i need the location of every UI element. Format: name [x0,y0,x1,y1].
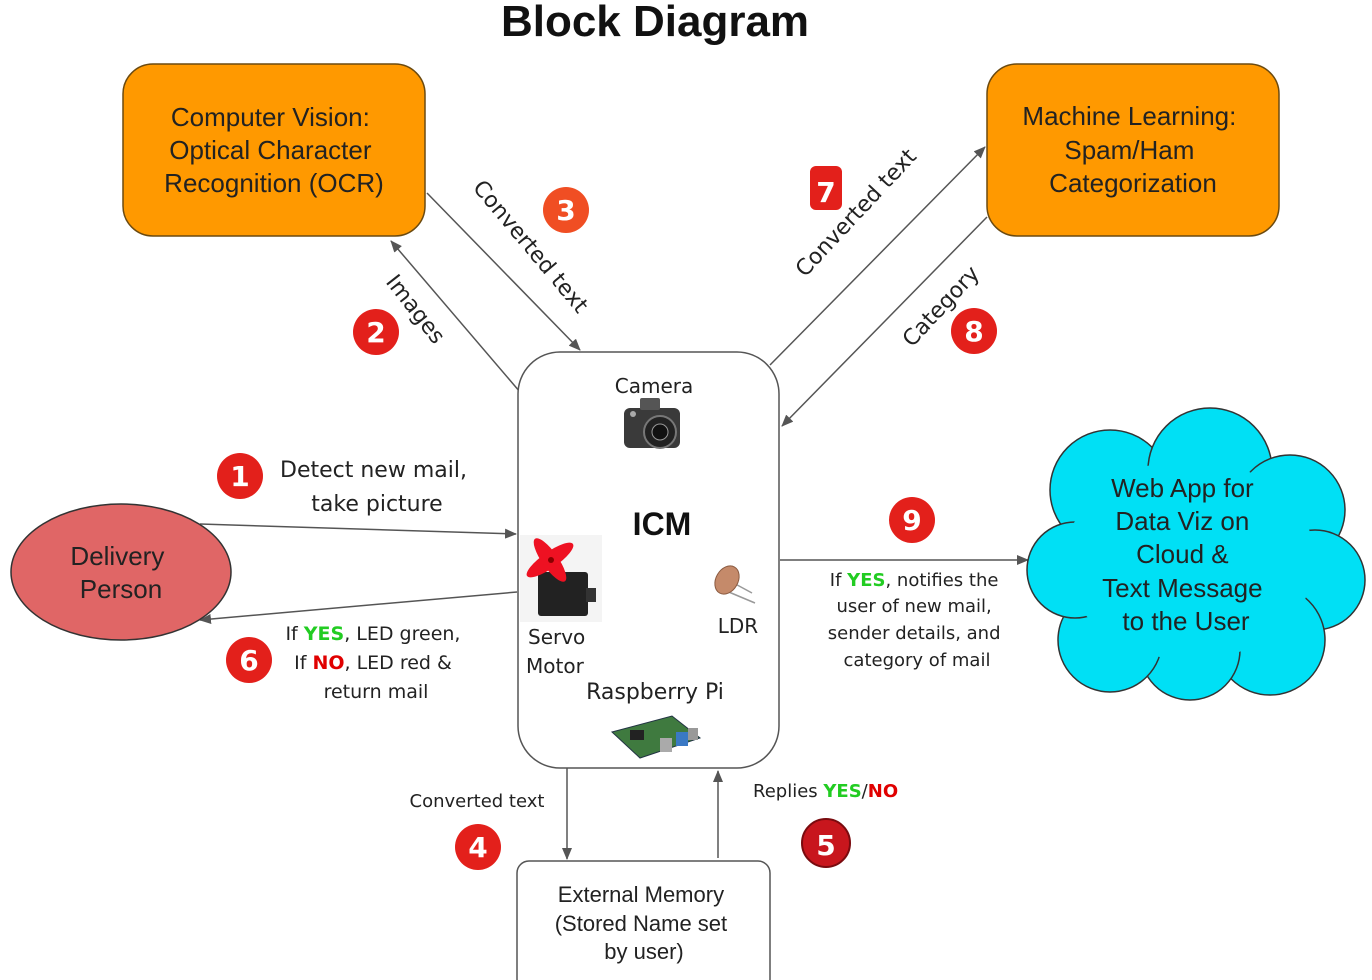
badge-5: 5 [801,818,851,868]
svg-text:2: 2 [366,316,385,349]
memory-label-3: by user) [604,939,683,964]
svg-text:7: 7 [816,176,835,209]
notify-text-4: category of mail [844,650,991,671]
svg-text:Replies YES/NO: Replies YES/NO [753,781,898,802]
yes-text: YES [303,623,344,645]
icm-node: Camera ICM Servo Motor L [517,351,780,769]
camera-icon [624,398,680,449]
slash-text: / [862,781,869,802]
delivery-person-node: Delivery Person [10,503,232,641]
icm-title: ICM [633,506,692,542]
ocr-node: Computer Vision: Optical Character Recog… [122,63,426,237]
memory-label-1: External Memory [558,882,724,907]
notify-text-2: user of new mail, [836,596,991,617]
svg-text:Web App for Data Viz on: Web App for Data Viz on Cloud & Text Mes… [1102,473,1270,636]
ocr-label-2: Optical Character [169,135,372,165]
cloud-label-1: Web App for [1111,473,1254,503]
svg-text:4: 4 [468,831,487,864]
camera-label: Camera [615,374,694,398]
yes-text: YES [822,781,861,802]
ocr-label-1: Computer Vision: [171,102,370,132]
badge-2: 2 [353,309,399,355]
led-label-if-2: If [294,652,312,674]
step-badges: 1 2 3 4 5 6 7 8 9 [217,166,997,870]
replies-text: Replies [753,781,823,802]
detect-mail-label-1: Detect new mail, [280,458,467,483]
ldr-label: LDR [718,614,759,638]
cloud-label-4: Text Message [1102,573,1262,603]
svg-text:Detect new mail, take pict: Detect new mail, take picture [280,458,474,517]
arrow-images [390,240,521,393]
web-app-cloud-node: Web App for Data Viz on Cloud & Text Mes… [1026,407,1366,701]
delivery-label-2: Person [80,574,162,604]
detect-mail-label-2: take picture [311,492,442,517]
svg-text:8: 8 [964,315,983,348]
arrow-converted-text-3 [426,192,581,351]
svg-text:Delivery Person: Delivery Person [70,541,171,604]
delivery-label-1: Delivery [70,541,164,571]
badge-4: 4 [455,824,501,870]
diagram-title: Block Diagram [501,0,809,46]
ml-label-2: Spam/Ham [1064,135,1194,165]
external-memory-node: External Memory (Stored Name set by user… [516,860,771,980]
notify-if: If [830,570,847,591]
svg-text:6: 6 [239,644,258,677]
svg-text:3: 3 [556,194,575,227]
arrow-category [781,216,988,427]
no-text: NO [312,652,344,674]
badge-6: 6 [226,637,272,683]
raspberry-pi-label: Raspberry Pi [586,680,724,705]
cloud-label-3: Cloud & [1136,539,1229,569]
badge-7: 7 [810,166,842,210]
badge-1: 1 [217,453,263,499]
return-mail-text: return mail [324,681,429,703]
led-green-text: , LED green, [344,623,460,645]
svg-text:5: 5 [816,829,835,862]
servo-motor-icon [520,535,602,622]
svg-text:1: 1 [230,460,249,493]
no-text: NO [868,781,898,802]
ml-node: Machine Learning: Spam/Ham Categorizatio… [986,63,1280,237]
cloud-label-5: to the User [1122,606,1250,636]
servo-label-2: Motor [526,654,585,678]
arrow-led-return [199,591,518,625]
memory-label-2: (Stored Name set [555,911,727,936]
arrow-converted-text-7 [769,146,986,366]
ml-label-1: Machine Learning: [1022,101,1236,131]
yes-text: YES [846,570,885,591]
cloud-label-2: Data Viz on [1115,506,1249,536]
badge-9: 9 [889,497,935,543]
badge-8: 8 [951,308,997,354]
notify-text-1: , notifies the [885,570,998,591]
ldr-icon [714,565,756,604]
ml-label-3: Categorization [1049,168,1217,198]
led-label-if-1: If [285,623,303,645]
svg-text:If YES, notifies the user: If YES, notifies the user of new mail, s… [828,570,1007,671]
svg-text:External Memory (Stored: External Memory (Stored Name set by user… [555,882,734,964]
badge-3: 3 [543,187,589,233]
raspberry-pi-icon [610,715,702,759]
svg-text:9: 9 [902,504,921,537]
arrows [199,146,1029,860]
svg-text:If YES, LED green, If NO,: If YES, LED green, If NO, LED red & retu… [285,623,466,703]
svg-text:Servo Motor: Servo Motor [526,625,592,678]
notify-text-3: sender details, and [828,623,1001,644]
ocr-label-3: Recognition (OCR) [164,168,384,198]
converted-text-7-label: Converted text [791,144,922,282]
arrow-detect-mail [199,523,517,539]
svg-text:Computer Vision: Optical: Computer Vision: Optical Character Recog… [164,102,384,198]
svg-text:Machine Learning: Spam/H: Machine Learning: Spam/Ham Categorizatio… [1022,101,1243,198]
servo-label-1: Servo [528,625,585,649]
converted-text-4-label: Converted text [410,791,545,812]
led-red-text: , LED red & [345,652,453,674]
